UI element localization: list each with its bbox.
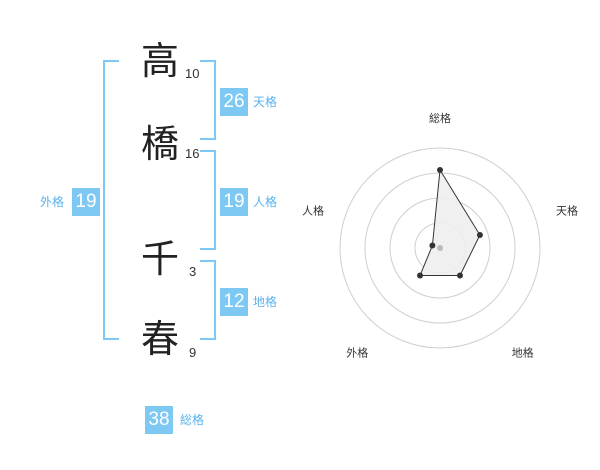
name-char-1-strokes: 10	[185, 66, 200, 81]
chikaku-score-badge: 12	[220, 288, 248, 316]
radar-axis-label-3: 地格	[512, 346, 534, 360]
name-char-2-strokes: 16	[185, 146, 200, 161]
radar-point-3	[456, 272, 463, 279]
soukaku-label: 総格	[180, 413, 205, 427]
name-char-3-strokes: 3	[189, 264, 197, 279]
name-char-4-strokes: 9	[189, 345, 197, 360]
radar-axis-label-5: 人格	[302, 203, 324, 217]
chikaku-label: 地格	[253, 295, 278, 309]
radar-point-2	[476, 232, 483, 239]
chikaku-bracket	[200, 260, 216, 340]
soukaku-score-badge: 38	[145, 406, 173, 434]
radar-center-dot	[437, 245, 443, 251]
name-char-1: 高	[140, 39, 179, 83]
name-char-3: 千	[140, 237, 179, 281]
radar-ring-4	[339, 147, 541, 349]
jinkaku-score-badge: 19	[220, 188, 248, 216]
gaikaku-bracket	[103, 60, 119, 340]
jinkaku-bracket	[200, 150, 216, 250]
radar-point-5	[429, 242, 436, 249]
name-char-4: 春	[140, 317, 179, 361]
radar-point-4	[417, 272, 424, 279]
tenkaku-label: 天格	[253, 95, 278, 109]
jinkaku-label: 人格	[253, 195, 278, 209]
gaikaku-score-badge: 19	[72, 188, 100, 216]
radar-series-area	[419, 168, 481, 276]
radar-axis-label-2: 天格	[556, 203, 578, 217]
radar-point-1	[437, 167, 443, 173]
tenkaku-bracket	[200, 60, 216, 140]
radar-axis-label-4: 外格	[346, 346, 368, 360]
tenkaku-score-badge: 26	[220, 88, 248, 116]
radar-axis-label-1: 総格	[429, 111, 451, 125]
gaikaku-label: 外格	[40, 195, 65, 209]
name-char-2: 橋	[140, 122, 179, 166]
